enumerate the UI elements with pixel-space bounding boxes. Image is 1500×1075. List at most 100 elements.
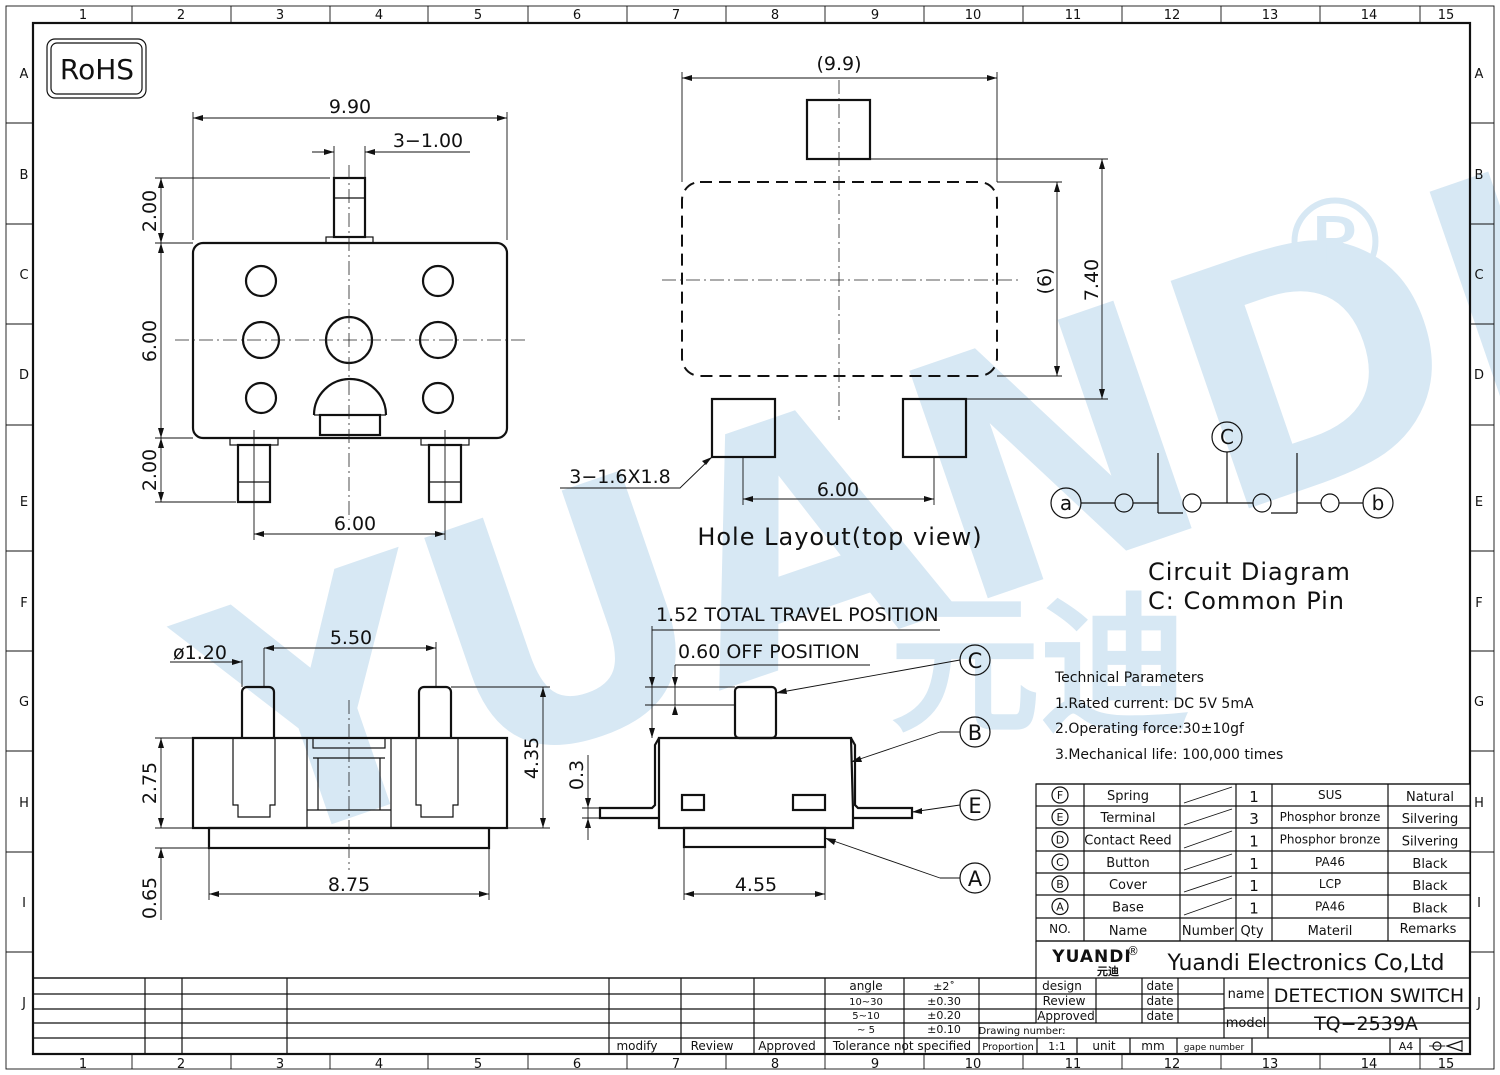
name-label: name bbox=[1228, 987, 1265, 1002]
dim-hole-pad: 3−1.6X1.8 bbox=[569, 466, 670, 488]
circuit-diagram: a b C Circuit Diagram C: Common Pin bbox=[1050, 421, 1394, 615]
callout-b: B bbox=[968, 721, 982, 745]
zone-row-right-I: I bbox=[1477, 896, 1481, 911]
dim-front-base: 0.65 bbox=[139, 877, 161, 919]
bom-name: Base bbox=[1112, 901, 1144, 916]
zone-col-bottom-9: 9 bbox=[871, 1057, 879, 1072]
zone-row-right-F: F bbox=[1475, 596, 1482, 611]
logo-registered: ® bbox=[1127, 944, 1139, 958]
date-label-1: date bbox=[1146, 979, 1173, 993]
tolerance-range: 5~10 bbox=[852, 1011, 879, 1022]
bom-material: PA46 bbox=[1315, 900, 1345, 914]
bom-no-circle bbox=[1051, 897, 1069, 916]
logo-text: YUANDI bbox=[1051, 947, 1131, 967]
bom-no: B bbox=[1056, 878, 1064, 891]
tolerance-row: 10~30±0.30 bbox=[849, 995, 961, 1008]
tolerance-table: angle±2˚10~30±0.305~10±0.20~ 5±0.10 bbox=[849, 979, 961, 1036]
role-design: design bbox=[1042, 979, 1082, 993]
zone-row-left-D: D bbox=[19, 368, 29, 383]
tolerance-row: ~ 5±0.10 bbox=[857, 1023, 961, 1036]
bom-material: LCP bbox=[1319, 877, 1341, 891]
zone-col-top-8: 8 bbox=[771, 8, 779, 23]
zone-col-top-5: 5 bbox=[474, 8, 482, 23]
zone-col-bottom-11: 11 bbox=[1065, 1057, 1082, 1072]
zone-row-left-F: F bbox=[20, 596, 27, 611]
bom-no: E bbox=[1057, 811, 1064, 824]
bom-material: Phosphor bronze bbox=[1280, 810, 1381, 824]
zone-row-left-B: B bbox=[20, 168, 29, 183]
zone-col-top-9: 9 bbox=[871, 8, 879, 23]
bom-header-row: NO. Name Number Qty Materil Remarks bbox=[1049, 922, 1456, 939]
bom-no: D bbox=[1056, 834, 1064, 847]
dim-front-body: 2.75 bbox=[139, 762, 161, 804]
zone-col-top-4: 4 bbox=[375, 8, 383, 23]
bom-name: Contact Reed bbox=[1084, 834, 1171, 849]
bom-header-no: NO. bbox=[1049, 922, 1071, 936]
tolerance-row: 5~10 ±0.20 bbox=[852, 1009, 961, 1022]
bom-header-qty: Qty bbox=[1240, 924, 1263, 939]
model-label: model bbox=[1226, 1016, 1266, 1031]
projection-symbol-icon bbox=[1429, 1040, 1463, 1052]
tolerance-value: ±0.30 bbox=[927, 995, 961, 1008]
hole-layout-caption: Hole Layout(top view) bbox=[697, 523, 982, 551]
zone-row-left-J: J bbox=[21, 996, 26, 1011]
tolerance-value: ±0.20 bbox=[927, 1009, 961, 1022]
unit-value: mm bbox=[1141, 1039, 1164, 1053]
zone-row-left-G: G bbox=[19, 695, 29, 710]
zone-col-top-7: 7 bbox=[672, 8, 680, 23]
zone-col-bottom-6: 6 bbox=[573, 1057, 581, 1072]
dim-top-width: 9.90 bbox=[329, 96, 371, 118]
zone-row-left-I: I bbox=[22, 896, 26, 911]
zone-row-left-E: E bbox=[20, 495, 28, 510]
bom-material: PA46 bbox=[1315, 855, 1345, 869]
watermark-cn: 元迪 bbox=[890, 580, 1190, 754]
bom-no: A bbox=[1056, 901, 1064, 914]
bom-header-name: Name bbox=[1109, 924, 1147, 939]
watermark-registered: ® bbox=[1275, 175, 1395, 314]
zone-col-top-6: 6 bbox=[573, 8, 581, 23]
bom-remarks: Silvering bbox=[1402, 812, 1459, 827]
dim-side-width: 4.55 bbox=[735, 874, 777, 896]
bom-material: Phosphor bronze bbox=[1280, 833, 1381, 847]
dim-top-pin-height: 2.00 bbox=[139, 190, 161, 232]
bom-qty: 1 bbox=[1249, 877, 1259, 895]
zone-col-bottom-5: 5 bbox=[474, 1057, 482, 1072]
bom-number-slash bbox=[1183, 853, 1233, 871]
dim-hole-body: (6) bbox=[1034, 268, 1056, 295]
bom-remarks: Black bbox=[1412, 902, 1448, 917]
sheet-size: A4 bbox=[1399, 1040, 1414, 1053]
zone-col-top-12: 12 bbox=[1164, 8, 1181, 23]
bom-no-circle bbox=[1051, 853, 1069, 871]
dim-top-pins: 3−1.00 bbox=[393, 130, 463, 152]
circuit-node-a: a bbox=[1060, 491, 1072, 515]
zone-row-left-A: A bbox=[20, 67, 29, 82]
zone-col-top-15: 15 bbox=[1438, 8, 1455, 23]
proportion-label: Proportion bbox=[982, 1042, 1034, 1053]
dim-hole-width: (9.9) bbox=[816, 53, 861, 75]
technical-parameters: Technical Parameters 1.Rated current: DC… bbox=[1054, 670, 1283, 763]
logo-cn: 元迪 bbox=[1097, 964, 1119, 978]
callout-a: A bbox=[968, 867, 983, 891]
front-view: ø1.20 5.50 2.75 0.65 4.35 8.75 bbox=[139, 627, 550, 920]
zone-col-top-2: 2 bbox=[177, 8, 185, 23]
rev-review: Review bbox=[691, 1039, 734, 1053]
zone-col-bottom-2: 2 bbox=[177, 1057, 185, 1072]
zone-col-bottom-1: 1 bbox=[79, 1057, 87, 1072]
bom-name: Terminal bbox=[1100, 811, 1156, 826]
zone-col-bottom-12: 12 bbox=[1164, 1057, 1181, 1072]
dim-side-03: 0.3 bbox=[566, 760, 588, 790]
side-view: 1.52 TOTAL TRAVEL POSITION 0.60 OFF POSI… bbox=[566, 604, 991, 900]
tolerance-range: ~ 5 bbox=[857, 1025, 875, 1036]
date-label-3: date bbox=[1146, 1009, 1173, 1023]
zone-row-right-C: C bbox=[1474, 268, 1483, 283]
zone-col-bottom-3: 3 bbox=[276, 1057, 284, 1072]
bom-no-circle bbox=[1051, 808, 1069, 826]
model-value: TQ−2539A bbox=[1313, 1013, 1418, 1035]
